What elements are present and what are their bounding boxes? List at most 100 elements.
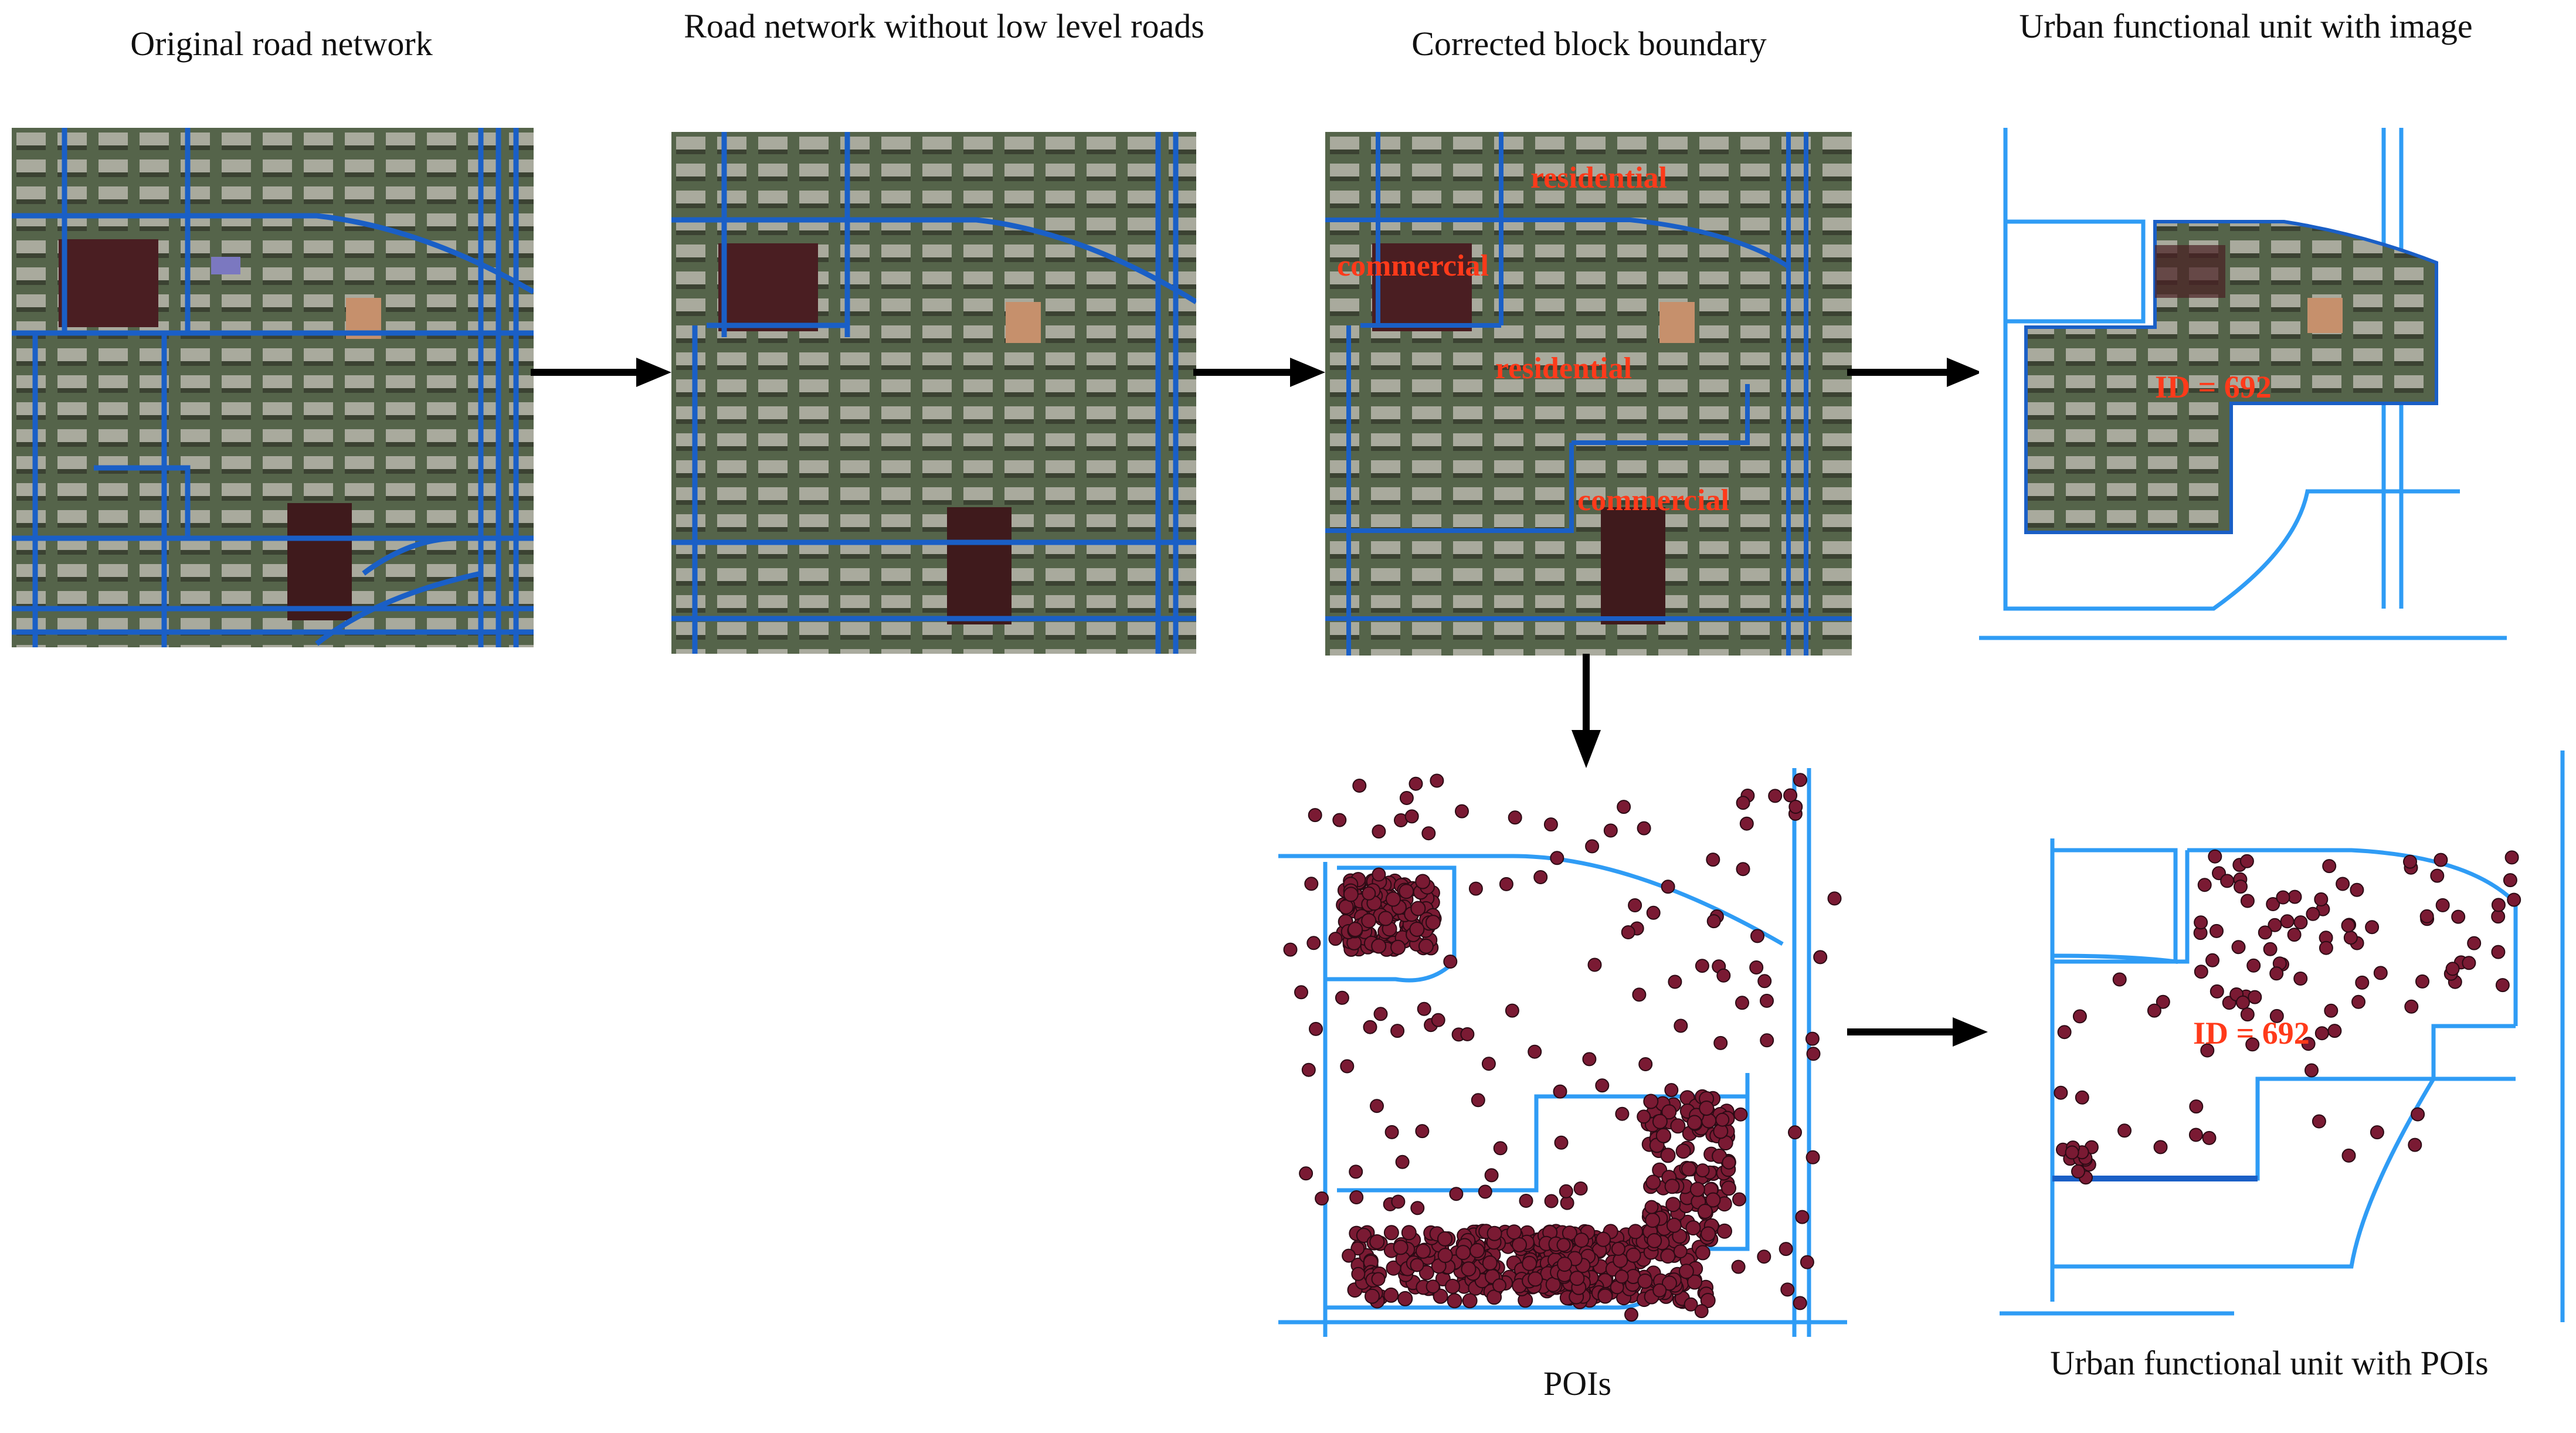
poi-point <box>2156 994 2170 1009</box>
poi-point <box>2403 854 2417 869</box>
poi-point <box>2072 1009 2087 1024</box>
poi-point <box>1478 1184 1492 1199</box>
poi-point <box>1665 1197 1681 1213</box>
poi-point <box>2503 873 2517 888</box>
poi-point <box>1462 1293 1478 1309</box>
poi-point <box>2057 1025 2072 1040</box>
poi-point <box>1750 929 1764 943</box>
poi-point <box>1732 1192 1746 1207</box>
poi-point <box>2071 1164 2085 1179</box>
poi-point <box>1652 1113 1668 1129</box>
poi-point <box>1528 1271 1543 1287</box>
poi-point <box>1813 950 1828 965</box>
poi-point <box>1397 1291 1413 1306</box>
poi-point <box>2220 874 2235 888</box>
poi-point <box>2451 909 2466 924</box>
poi-point <box>1687 1274 1702 1290</box>
poi-point <box>2343 931 2358 945</box>
poi-point <box>2404 999 2419 1014</box>
poi-point <box>1351 1266 1366 1281</box>
poi-point <box>1652 1283 1667 1298</box>
poi-point <box>2287 928 2302 942</box>
poi-point <box>1349 1164 1363 1179</box>
poi-point <box>1684 1297 1698 1312</box>
poi-point <box>2305 1063 2319 1078</box>
poi-point <box>1409 776 1423 791</box>
poi-point <box>1410 1258 1424 1272</box>
poi-point <box>1425 915 1441 931</box>
poi-point <box>2341 918 2356 933</box>
poi-point <box>1666 1217 1682 1233</box>
original-road-network-panel <box>12 128 534 647</box>
poi-point <box>1342 1248 1356 1263</box>
poi-point <box>2434 853 2448 867</box>
poi-point <box>2373 966 2388 980</box>
poi-point <box>1550 851 1564 865</box>
poi-point <box>1371 938 1387 954</box>
poi-point <box>1806 1047 1821 1061</box>
unit-poi-points <box>2054 849 2521 1185</box>
poi-point <box>1721 1180 1736 1196</box>
poi-point <box>2415 974 2429 989</box>
poi-point <box>1587 957 1602 972</box>
caption-unit-with-image: Urban functional unit with image <box>2019 7 2473 45</box>
poi-point <box>1460 1027 1475 1041</box>
poi-point <box>2210 923 2224 938</box>
poi-point <box>2408 1137 2422 1152</box>
poi-point <box>1668 974 1682 989</box>
poi-point <box>1788 1125 1802 1140</box>
caption-original-road-network: Original road network <box>130 25 433 63</box>
poi-point <box>1800 1255 1814 1269</box>
poi-point <box>2327 1024 2342 1038</box>
poi-point <box>1492 1278 1506 1293</box>
poi-point <box>1391 1194 1406 1209</box>
unit-with-pois-panel: ID = 692 <box>2000 751 2571 1322</box>
poi-point <box>2236 995 2250 1010</box>
poi-point <box>1338 899 1354 915</box>
poi-point <box>1415 874 1431 889</box>
poi-point <box>1421 826 1436 841</box>
poi-point <box>2350 882 2364 897</box>
poi-point <box>1661 880 1675 894</box>
poi-point <box>1378 911 1393 926</box>
poi-point <box>1681 1161 1696 1177</box>
poi-point <box>2205 953 2219 967</box>
poi-point <box>1637 821 1651 836</box>
poi-point <box>1647 1233 1662 1248</box>
poi-point <box>1736 796 1750 810</box>
poi-point <box>1660 1147 1676 1163</box>
arrow-right-icon <box>1847 1017 1988 1047</box>
poi-point <box>1455 1245 1471 1261</box>
poi-point <box>1559 1184 1573 1198</box>
poi-point <box>2365 920 2380 935</box>
poi-point <box>1632 987 1647 1002</box>
poi-point <box>1585 839 1600 854</box>
poi-point <box>2147 1003 2161 1018</box>
poi-point <box>1306 936 1321 950</box>
poi-point <box>1553 1084 1567 1099</box>
poi-point <box>1410 901 1426 916</box>
poi-point <box>1675 1143 1691 1159</box>
poi-point <box>1343 887 1359 902</box>
poi-point <box>1638 1057 1653 1071</box>
poi-point <box>1383 1225 1399 1241</box>
poi-point <box>1431 1013 1445 1027</box>
poi-point <box>2312 1114 2326 1129</box>
poi-point <box>1349 1190 1364 1204</box>
poi-point <box>2287 889 2302 904</box>
poi-point <box>1308 808 1322 823</box>
poi-point <box>2197 878 2212 892</box>
poi-point <box>1760 1033 1774 1048</box>
poi-point <box>2370 1125 2384 1140</box>
poi-point <box>1749 960 1764 974</box>
poi-point <box>1299 1166 1314 1181</box>
corrected-block-boundary-panel: residential commercial residential comme… <box>1325 132 1852 656</box>
poi-point <box>1595 1078 1610 1093</box>
poi-point <box>1332 813 1347 827</box>
poi-point <box>2188 1128 2203 1142</box>
poi-point <box>1533 870 1548 884</box>
poi-point <box>1731 1259 1746 1274</box>
poi-point <box>2258 925 2272 940</box>
poi-point <box>1645 1174 1661 1190</box>
poi-point <box>1643 1094 1659 1109</box>
